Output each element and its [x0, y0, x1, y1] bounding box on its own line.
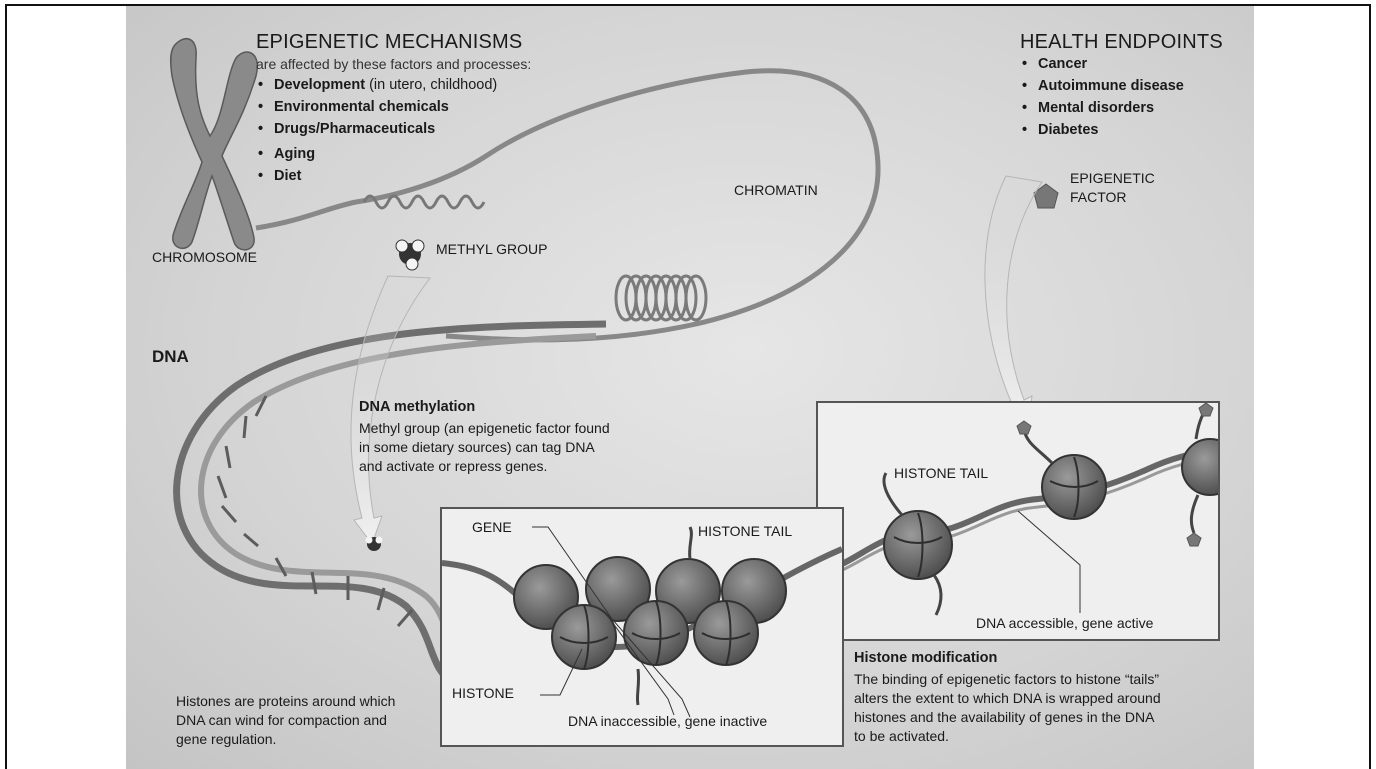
histone-icon	[1017, 421, 1106, 519]
chromatin-coil	[616, 276, 706, 320]
mechanism-item: Diet	[258, 165, 497, 187]
health-item: Mental disorders	[1022, 97, 1184, 119]
histone-mod-line: The binding of epigenetic factors to his…	[854, 670, 1161, 689]
inaccessible-inset-box: GENE HISTONE TAIL HISTONE DNA inaccessib…	[440, 507, 844, 747]
histone-label: HISTONE	[452, 685, 514, 701]
diagram-panel: EPIGENETIC MECHANISMS are affected by th…	[126, 6, 1254, 769]
dna-inaccessible-label: DNA inaccessible, gene inactive	[568, 713, 767, 729]
methylation-text: Methyl group (an epigenetic factor found…	[359, 419, 610, 476]
histone-tail-label-right: HISTONE TAIL	[894, 465, 988, 481]
methylation-line: and activate or repress genes.	[359, 457, 610, 476]
mechanisms-list: Development (in utero, childhood) Enviro…	[258, 74, 497, 187]
dna-accessible-label: DNA accessible, gene active	[976, 615, 1153, 631]
chromosome-shape	[171, 39, 258, 250]
histones-note-line: Histones are proteins around which	[176, 692, 395, 711]
health-title: HEALTH ENDPOINTS	[1020, 31, 1223, 54]
inaccessible-inset-art	[442, 509, 842, 745]
methyl-tag-icon	[366, 537, 383, 552]
histones-note: Histones are proteins around which DNA c…	[176, 692, 395, 749]
chromatin-label: CHROMATIN	[734, 182, 818, 198]
histone-icon	[1182, 403, 1218, 546]
histone-mod-title: Histone modification	[854, 650, 997, 666]
epigenetic-factor-label-line1: EPIGENETIC	[1070, 170, 1155, 186]
histones-note-line: gene regulation.	[176, 730, 395, 749]
mechanisms-subtitle: are affected by these factors and proces…	[256, 56, 531, 72]
mechanism-item: Aging	[258, 143, 497, 165]
mechanism-item: Development (in utero, childhood)	[258, 74, 497, 96]
accessible-inset-box: HISTONE TAIL DNA accessible, gene active	[816, 401, 1220, 641]
mechanisms-title: EPIGENETIC MECHANISMS	[256, 31, 522, 54]
mechanism-item: Environmental chemicals	[258, 96, 497, 118]
histone-tail-label-left: HISTONE TAIL	[698, 523, 792, 539]
methylation-title: DNA methylation	[359, 399, 475, 415]
health-item: Cancer	[1022, 53, 1184, 75]
histone-mod-line: alters the extent to which DNA is wrappe…	[854, 689, 1161, 708]
chromosome-label: CHROMOSOME	[152, 249, 257, 265]
histone-cluster	[514, 527, 786, 705]
gene-label: GENE	[472, 519, 512, 535]
mechanism-item: Drugs/Pharmaceuticals	[258, 118, 497, 140]
health-item: Autoimmune disease	[1022, 75, 1184, 97]
methylation-line: Methyl group (an epigenetic factor found	[359, 419, 610, 438]
accessible-inset-art	[818, 403, 1218, 639]
epigenetic-factor-label-line2: FACTOR	[1070, 189, 1127, 205]
methyl-group-label: METHYL GROUP	[436, 241, 548, 257]
histone-mod-text: The binding of epigenetic factors to his…	[854, 670, 1161, 746]
health-list: Cancer Autoimmune disease Mental disorde…	[1022, 53, 1184, 141]
histones-note-line: DNA can wind for compaction and	[176, 711, 395, 730]
dna-label: DNA	[152, 347, 189, 367]
methyl-group-icon	[396, 240, 424, 270]
health-item: Diabetes	[1022, 119, 1184, 141]
histone-mod-line: to be activated.	[854, 727, 1161, 746]
histone-mod-line: histones and the availability of genes i…	[854, 708, 1161, 727]
histone-modification-arrow	[985, 176, 1042, 426]
histone-icon	[884, 473, 952, 615]
methylation-line: in some dietary sources) can tag DNA	[359, 438, 610, 457]
